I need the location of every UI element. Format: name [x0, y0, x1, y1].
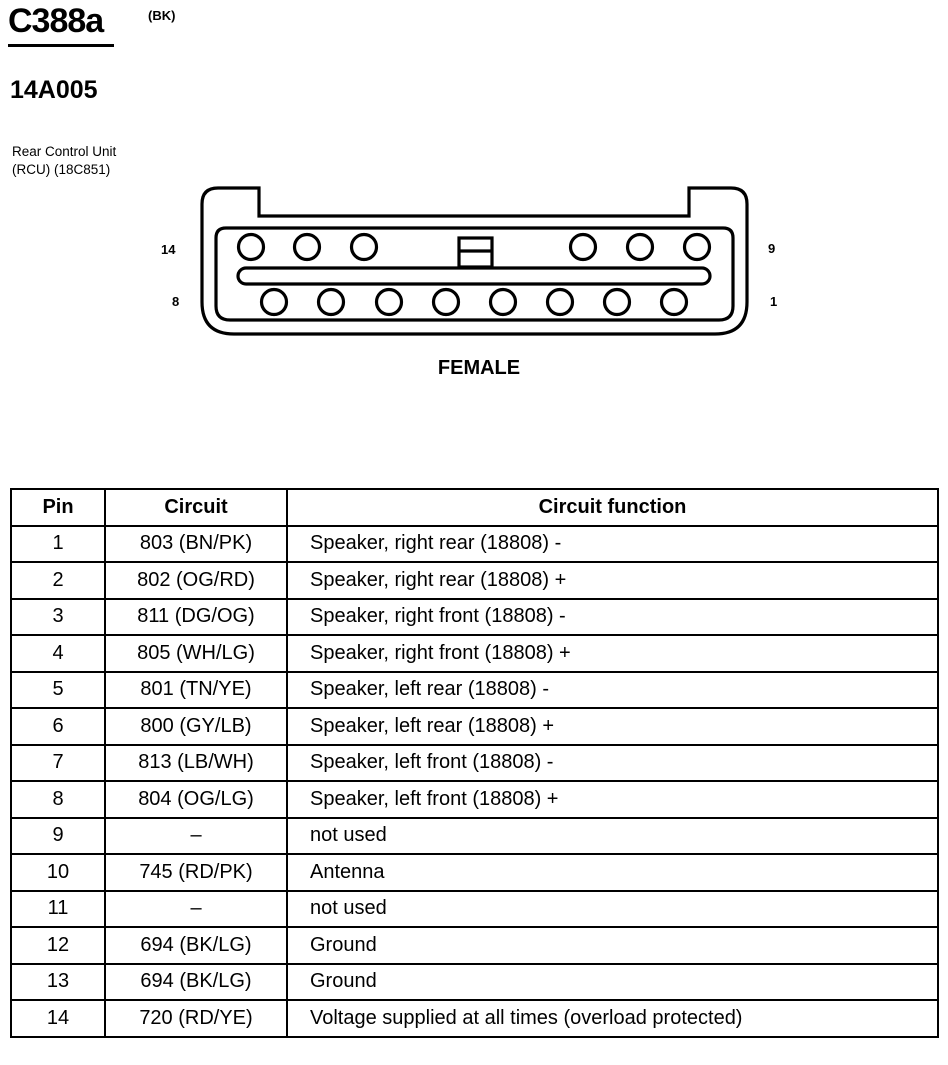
- function-cell: Speaker, right rear (18808) -: [286, 524, 939, 563]
- function-cell: Speaker, right rear (18808) +: [286, 561, 939, 600]
- pin-table: Pin Circuit Circuit function 1 803 (BN/P…: [10, 488, 939, 1038]
- pin-cell: 12: [10, 926, 106, 965]
- table-row: 14 720 (RD/YE) Voltage supplied at all t…: [10, 999, 939, 1038]
- header-circuit: Circuit: [104, 488, 288, 527]
- function-cell: Speaker, left front (18808) -: [286, 743, 939, 782]
- circuit-cell: 720 (RD/YE): [104, 999, 288, 1038]
- pin-label-top-right: 9: [768, 241, 775, 256]
- function-cell: Ground: [286, 962, 939, 1001]
- circuit-cell: –: [104, 889, 288, 928]
- pin-cavity-12: [349, 232, 379, 262]
- connector-color: (BK): [148, 8, 176, 23]
- pin-cavity-14: [236, 232, 266, 262]
- component-name: Rear Control Unit: [12, 144, 117, 159]
- pin-cell: 11: [10, 889, 106, 928]
- pin-cavity-1: [659, 287, 689, 317]
- pin-label-bottom-left: 8: [172, 294, 179, 309]
- circuit-cell: 800 (GY/LB): [104, 707, 288, 746]
- pin-label-top-left: 14: [161, 242, 176, 257]
- pin-cavity-2: [602, 287, 632, 317]
- circuit-cell: 813 (LB/WH): [104, 743, 288, 782]
- table-row: 7 813 (LB/WH) Speaker, left front (18808…: [10, 743, 939, 782]
- header-circuit-function: Circuit function: [286, 488, 939, 527]
- table-row: 13 694 (BK/LG) Ground: [10, 962, 939, 1001]
- function-cell: Speaker, left rear (18808) +: [286, 707, 939, 746]
- component-label: Rear Control Unit (RCU) (18C851): [12, 143, 116, 179]
- table-row: 2 802 (OG/RD) Speaker, right rear (18808…: [10, 561, 939, 600]
- pin-cavity-5: [431, 287, 461, 317]
- function-cell: Speaker, right front (18808) -: [286, 597, 939, 636]
- pin-cell: 2: [10, 561, 106, 600]
- table-row: 3 811 (DG/OG) Speaker, right front (1880…: [10, 597, 939, 636]
- pin-cell: 10: [10, 853, 106, 892]
- pin-cell: 9: [10, 816, 106, 855]
- pin-cell: 7: [10, 743, 106, 782]
- function-cell: not used: [286, 816, 939, 855]
- table-row: 12 694 (BK/LG) Ground: [10, 926, 939, 965]
- circuit-cell: 803 (BN/PK): [104, 524, 288, 563]
- circuit-cell: 694 (BK/LG): [104, 962, 288, 1001]
- pin-cavity-7: [316, 287, 346, 317]
- table-header-row: Pin Circuit Circuit function: [10, 488, 939, 527]
- function-cell: not used: [286, 889, 939, 928]
- circuit-cell: 694 (BK/LG): [104, 926, 288, 965]
- table-row: 9 – not used: [10, 816, 939, 855]
- header-pin: Pin: [10, 488, 106, 527]
- connector-outer-shell: [200, 186, 749, 336]
- table-row: 5 801 (TN/YE) Speaker, left rear (18808)…: [10, 670, 939, 709]
- function-cell: Ground: [286, 926, 939, 965]
- circuit-cell: 802 (OG/RD): [104, 561, 288, 600]
- connector-face-diagram: 14 8 9 1: [161, 186, 777, 336]
- pin-cell: 3: [10, 597, 106, 636]
- pin-cavity-11: [568, 232, 598, 262]
- table-row: 11 – not used: [10, 889, 939, 928]
- circuit-cell: 805 (WH/LG): [104, 634, 288, 673]
- table-row: 1 803 (BN/PK) Speaker, right rear (18808…: [10, 524, 939, 563]
- circuit-cell: –: [104, 816, 288, 855]
- component-codes: (RCU) (18C851): [12, 162, 111, 177]
- pin-cell: 14: [10, 999, 106, 1038]
- pin-cell: 4: [10, 634, 106, 673]
- table-row: 8 804 (OG/LG) Speaker, left front (18808…: [10, 780, 939, 819]
- pin-cell: 1: [10, 524, 106, 563]
- function-cell: Speaker, left rear (18808) -: [286, 670, 939, 709]
- pin-label-bottom-right: 1: [770, 294, 777, 309]
- table-row: 6 800 (GY/LB) Speaker, left rear (18808)…: [10, 707, 939, 746]
- pin-cavity-6: [374, 287, 404, 317]
- connector-gender-label: FEMALE: [437, 357, 521, 379]
- circuit-cell: 811 (DG/OG): [104, 597, 288, 636]
- function-cell: Speaker, left front (18808) +: [286, 780, 939, 819]
- pin-cell: 6: [10, 707, 106, 746]
- connector-id: C388a: [8, 2, 104, 40]
- pin-cavity-3: [545, 287, 575, 317]
- pin-cell: 5: [10, 670, 106, 709]
- pin-cavity-4: [488, 287, 518, 317]
- connector-center-rail: [236, 266, 712, 286]
- connector-inner-cavity: [214, 226, 735, 322]
- connector-id-underline: [8, 44, 114, 47]
- table-row: 10 745 (RD/PK) Antenna: [10, 853, 939, 892]
- circuit-cell: 801 (TN/YE): [104, 670, 288, 709]
- part-number: 14A005: [10, 76, 98, 104]
- table-row: 4 805 (WH/LG) Speaker, right front (1880…: [10, 634, 939, 673]
- function-cell: Speaker, right front (18808) +: [286, 634, 939, 673]
- function-cell: Antenna: [286, 853, 939, 892]
- pin-cavity-10: [625, 232, 655, 262]
- pin-cavity-13: [292, 232, 322, 262]
- function-cell: Voltage supplied at all times (overload …: [286, 999, 939, 1038]
- circuit-cell: 804 (OG/LG): [104, 780, 288, 819]
- pin-cell: 13: [10, 962, 106, 1001]
- circuit-cell: 745 (RD/PK): [104, 853, 288, 892]
- pin-cell: 8: [10, 780, 106, 819]
- pin-cavity-9: [682, 232, 712, 262]
- pin-cavity-8: [259, 287, 289, 317]
